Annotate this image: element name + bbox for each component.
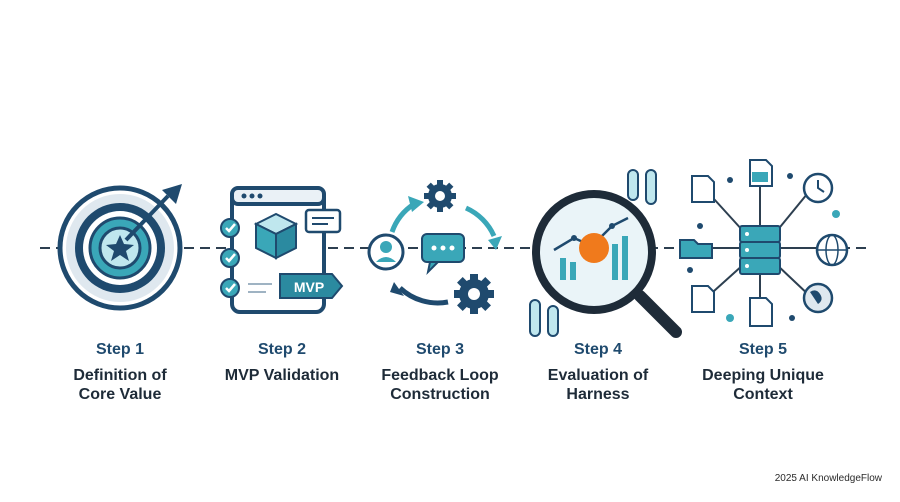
feedback-loop-icon	[367, 180, 502, 314]
target-with-arrow-icon	[57, 184, 183, 311]
mvp-checklist-icon	[220, 186, 344, 314]
step-number: Step 1	[95, 341, 144, 358]
step-title-line1: Evaluation of	[547, 367, 649, 384]
step-title-line1: Deeping Unique	[702, 367, 824, 384]
step-2-label: Step 2 MVP Validation	[212, 340, 352, 385]
step-number: Step 2	[257, 341, 306, 358]
step-title-line1: Definition of	[73, 367, 167, 384]
step-number: Step 3	[415, 341, 464, 358]
step-title-line2: Context	[733, 386, 793, 403]
step-title-line2: Harness	[566, 386, 630, 403]
step-title-line1: MVP Validation	[224, 367, 340, 384]
step-title-line2: Construction	[390, 386, 490, 403]
step-number: Step 4	[573, 341, 622, 358]
mvp-badge: MVP	[294, 279, 324, 295]
step-3-label: Step 3 Feedback Loop Construction	[370, 340, 510, 404]
step-1-label: Step 1 Definition of Core Value	[55, 340, 185, 404]
step-number: Step 5	[738, 341, 787, 358]
magnifier-chart-icon	[529, 169, 682, 338]
step-5-label: Step 5 Deeping Unique Context	[688, 340, 838, 404]
step-4-label: Step 4 Evaluation of Harness	[528, 340, 668, 404]
step-title-line1: Feedback Loop	[381, 367, 499, 384]
server-network-icon	[679, 159, 849, 327]
footer-credit: 2025 AI KnowledgeFlow	[774, 473, 882, 484]
step-title-line2: Core Value	[78, 386, 162, 403]
